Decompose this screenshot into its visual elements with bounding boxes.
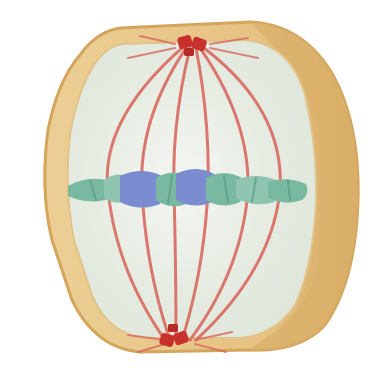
- illustration-stage: [0, 0, 377, 368]
- cell-division-illustration: [0, 0, 377, 368]
